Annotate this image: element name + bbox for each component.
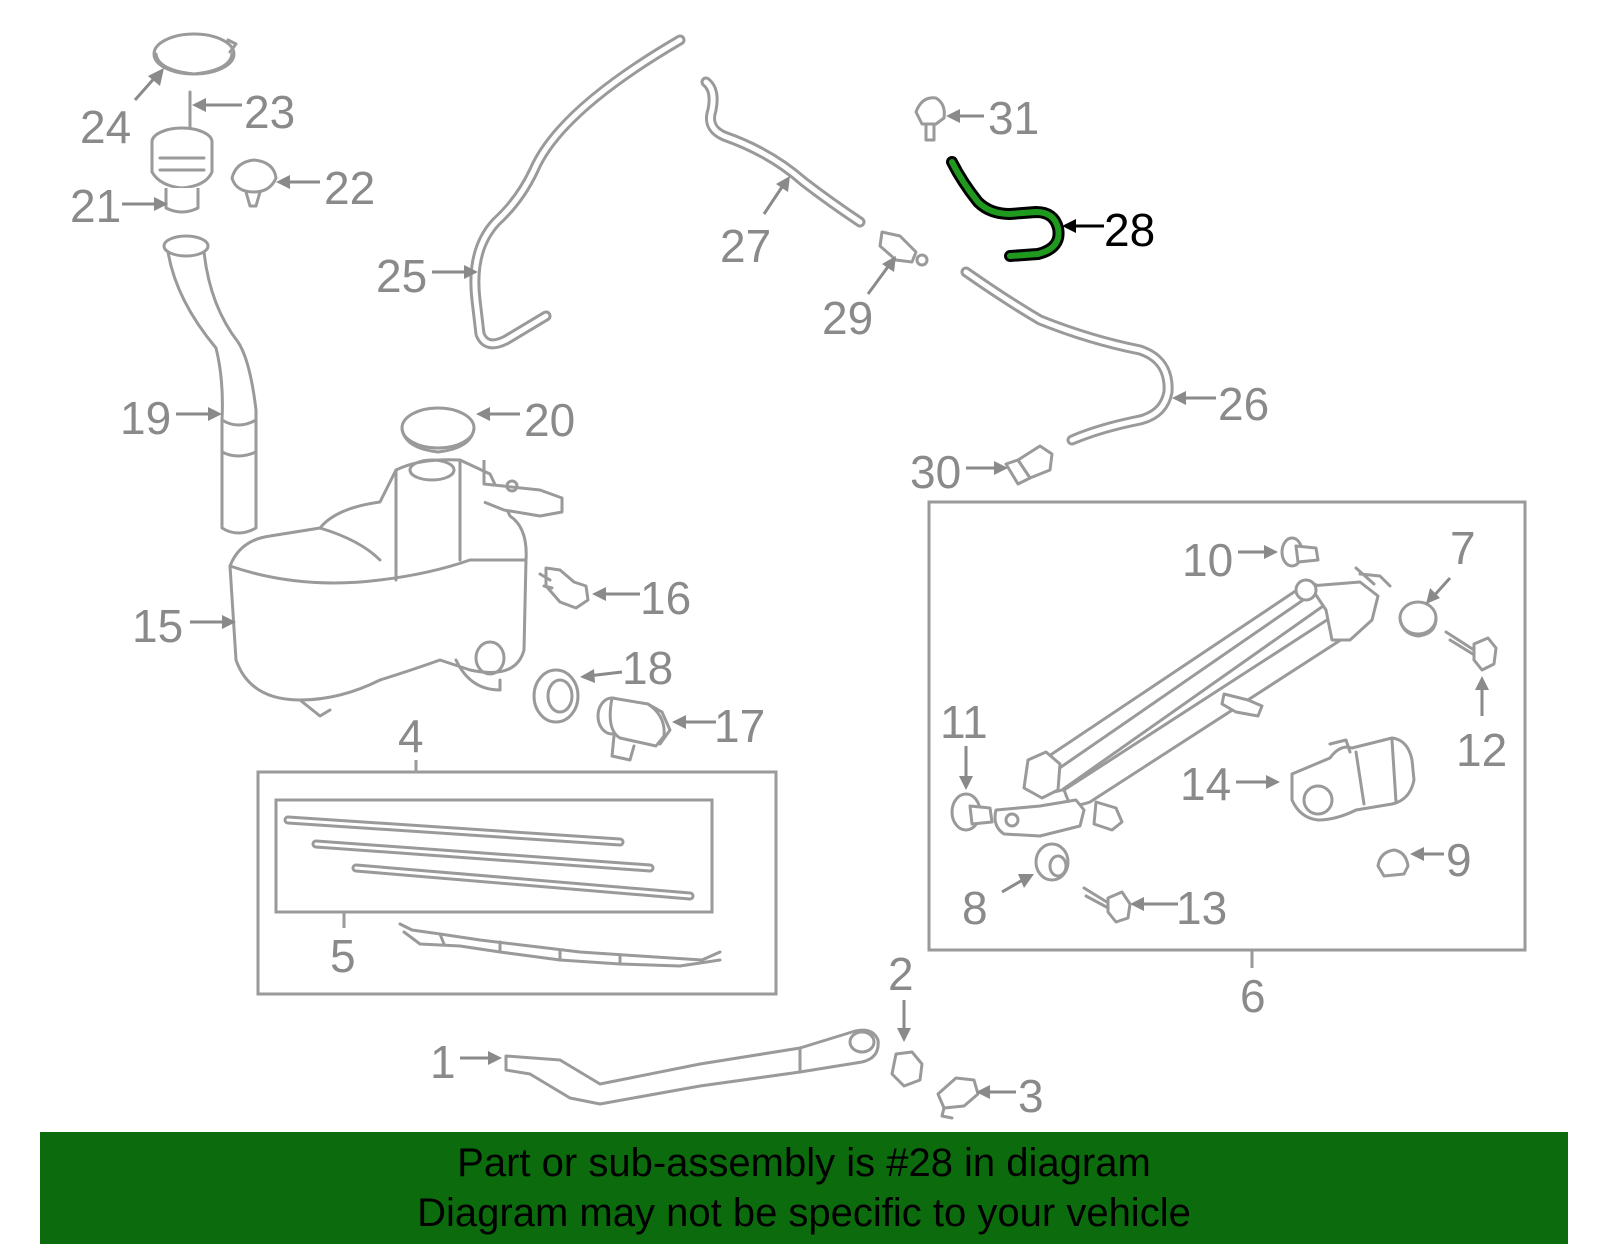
box-6-linkage — [927, 500, 1527, 968]
callout-28[interactable]: 28 — [1104, 204, 1155, 256]
callout-3[interactable]: 3 — [1018, 1070, 1044, 1122]
box-4-blade-set — [256, 760, 778, 996]
part-6-linkage-frame[interactable] — [993, 566, 1392, 838]
callout-1[interactable]: 1 — [430, 1036, 456, 1088]
part-21-valve[interactable] — [150, 126, 214, 214]
callout-8[interactable]: 8 — [962, 882, 988, 934]
part-7-bushing[interactable] — [1398, 600, 1438, 638]
part-3-cap[interactable] — [936, 1076, 980, 1120]
callout-30[interactable]: 30 — [910, 446, 961, 498]
callout-6[interactable]: 6 — [1240, 970, 1266, 1022]
part-20-grommet[interactable] — [400, 406, 476, 454]
callout-17[interactable]: 17 — [714, 700, 765, 752]
part-30-connector[interactable] — [1004, 444, 1054, 486]
part-13-bolt[interactable] — [1082, 886, 1132, 924]
part-2-nut[interactable] — [890, 1050, 924, 1088]
part-17-pump[interactable] — [596, 696, 672, 762]
part-11-pivot[interactable] — [950, 792, 994, 832]
info-banner: Part or sub-assembly is #28 in diagram D… — [40, 1132, 1568, 1244]
part-10-bolt[interactable] — [1280, 536, 1320, 568]
part-26-hose[interactable] — [960, 266, 1174, 446]
callout-16[interactable]: 16 — [640, 572, 691, 624]
part-1-wiper-arm[interactable] — [504, 1028, 880, 1106]
part-31-nozzle[interactable] — [914, 96, 946, 142]
callouts: 24 23 22 21 25 27 29 31 28 20 — [70, 68, 1507, 1122]
part-4-wiper-blade[interactable] — [398, 922, 722, 968]
part-15-reservoir[interactable] — [228, 458, 564, 718]
callout-5[interactable]: 5 — [330, 930, 356, 982]
callout-13[interactable]: 13 — [1176, 882, 1227, 934]
callout-11[interactable]: 11 — [940, 696, 988, 748]
part-29-connector[interactable] — [878, 230, 929, 267]
callout-31[interactable]: 31 — [988, 92, 1039, 144]
callout-21[interactable]: 21 — [70, 180, 121, 232]
callout-10[interactable]: 10 — [1182, 534, 1233, 586]
banner-line-2: Diagram may not be specific to your vehi… — [417, 1191, 1191, 1235]
callout-26[interactable]: 26 — [1218, 378, 1269, 430]
callout-29[interactable]: 29 — [822, 292, 873, 344]
part-27-hose[interactable] — [700, 76, 866, 228]
part-19-filler-neck[interactable] — [162, 234, 258, 535]
callout-25[interactable]: 25 — [376, 250, 427, 302]
part-25-hose[interactable] — [469, 34, 686, 350]
part-24-cap[interactable] — [152, 32, 238, 76]
part-16-bolt[interactable] — [538, 566, 590, 610]
callout-27[interactable]: 27 — [720, 220, 771, 272]
callout-14[interactable]: 14 — [1180, 758, 1231, 810]
callout-2[interactable]: 2 — [888, 948, 914, 1000]
part-28-hose-highlighted[interactable] — [946, 156, 1065, 262]
callout-19[interactable]: 19 — [120, 392, 171, 444]
part-18-seal[interactable] — [532, 668, 580, 724]
part-9-cap[interactable] — [1376, 848, 1410, 878]
callout-9[interactable]: 9 — [1446, 834, 1472, 886]
part-12-bolt[interactable] — [1444, 630, 1498, 672]
banner-line-1: Part or sub-assembly is #28 in diagram — [457, 1141, 1151, 1185]
callout-18[interactable]: 18 — [622, 642, 673, 694]
callout-12[interactable]: 12 — [1456, 724, 1507, 776]
callout-24[interactable]: 24 — [80, 101, 131, 153]
part-14-motor[interactable] — [1290, 736, 1416, 822]
part-5-blade-refill[interactable] — [283, 815, 695, 901]
callout-23[interactable]: 23 — [244, 86, 295, 138]
part-8-bushing[interactable] — [1034, 842, 1070, 882]
part-22-clip[interactable] — [230, 158, 278, 208]
callout-15[interactable]: 15 — [132, 600, 183, 652]
callout-22[interactable]: 22 — [324, 162, 375, 214]
callout-7[interactable]: 7 — [1450, 522, 1476, 574]
callout-20[interactable]: 20 — [524, 394, 575, 446]
callout-4[interactable]: 4 — [398, 710, 424, 762]
